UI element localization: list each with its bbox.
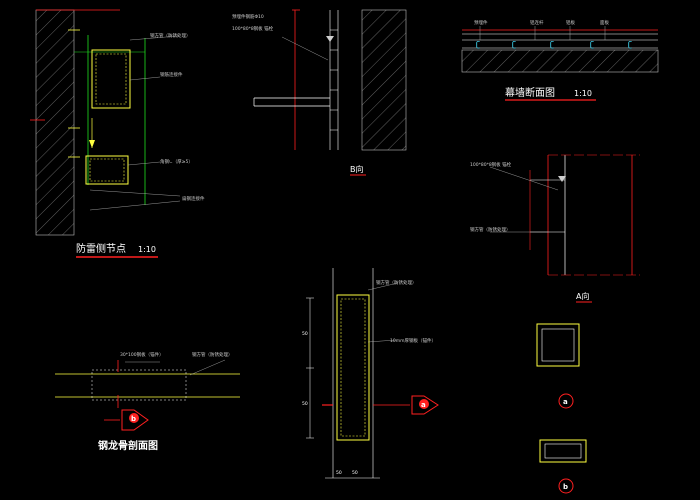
clip-icon: ʗ [550, 40, 554, 49]
curtain-section-scale: 1:10 [574, 89, 592, 98]
note-anchor-plate: 扁钢连接件 [182, 195, 205, 202]
marker-b-text: b [131, 415, 136, 423]
bottom-left-title: 钢龙骨剖面图 [98, 439, 158, 452]
steel-tube-upper [91, 49, 131, 109]
dim-2: 50 [302, 401, 308, 407]
tube-outer [336, 294, 370, 441]
note-plate-thick: 10mm厚钢板（锚件） [390, 337, 436, 344]
leader-line [89, 200, 181, 211]
section-a-outer [536, 323, 580, 367]
section-a-inner [541, 328, 575, 362]
note-embed-bolt-2: 100*80*8钢板 锚栓 [470, 161, 512, 168]
marker-bubble-a [419, 399, 429, 409]
marker-a-text: a [421, 401, 426, 409]
dim-1: 50 [302, 331, 308, 337]
note-tube-paint-3: 钢方管（防锈处理） [192, 351, 233, 358]
note-plate-stud: 30*100钢板（锚件） [120, 351, 164, 358]
section-b-bubble [558, 478, 574, 494]
b-direction-label: B向 [350, 164, 364, 174]
a-direction-label: A向 [576, 291, 589, 301]
note-rebar-connector: 钢筋连接件 [160, 71, 183, 78]
clip-icon: ʗ [512, 40, 516, 49]
note-member-4: 面板 [600, 19, 609, 26]
dim-4: 50 [352, 470, 358, 476]
leader-line [127, 161, 161, 166]
section-b-text: b [563, 483, 568, 491]
concrete-wall-mid [361, 9, 407, 151]
clip-icon: ʗ [590, 40, 594, 49]
a-direction-detail: 100*80*8钢板 锚栓 钢方管（防锈处理） A向 [470, 154, 640, 303]
note-member-3: 铝板 [566, 19, 575, 26]
curtain-section-title: 幕墙断面图 [505, 86, 555, 99]
section-a-text: a [563, 398, 568, 406]
section-a-bubble [558, 393, 574, 409]
concrete-wall [35, 9, 75, 236]
dim-3: 50 [336, 470, 342, 476]
marker-bubble-b [129, 413, 139, 423]
section-marker-a [411, 395, 439, 415]
note-weld-bar: 角钢∟（厚≥5） [160, 158, 193, 165]
clip-icon: ʗ [476, 40, 480, 49]
note-tube-paint: 钢方管（防锈处理） [150, 32, 191, 39]
steel-tube-lower [85, 155, 129, 185]
lightning-node-title: 防雷侧节点 [76, 242, 126, 255]
leader-line [489, 166, 559, 191]
tube-inner [89, 158, 125, 182]
tube-inner [340, 298, 366, 437]
leader-line [129, 76, 161, 81]
slab-hatch [461, 49, 659, 73]
steel-plate [91, 369, 187, 401]
note-tube-paint-2: 钢方管（防锈处理） [470, 226, 511, 233]
vertical-tube-section: 50 50 50 50 钢方管（防锈处理） 10mm厚钢板（锚件） a [302, 268, 439, 479]
leader-line [129, 35, 179, 41]
section-marker-b [121, 409, 149, 431]
keel-plan-detail: 30*100钢板（锚件） 钢方管（防锈处理） b 钢龙骨剖面图 [55, 351, 240, 452]
section-b-inner [544, 443, 582, 459]
section-b-outer [539, 439, 587, 463]
leader-line [281, 36, 329, 61]
arrow-head [89, 140, 95, 148]
note-member-2: 铝连杆 [530, 19, 544, 26]
note-member-1: 预埋件 [474, 19, 488, 26]
clip-icon: ʗ [628, 40, 632, 49]
curtain-wall-section: ʗ ʗ ʗ ʗ ʗ 预埋件 铝连杆 铝板 面板 幕墙断面图 1:10 [461, 19, 659, 101]
lightning-node-scale: 1:10 [138, 245, 156, 254]
embed-section-detail: 预埋件钢筋Φ10 100*80*8钢板 锚栓 B向 [232, 9, 407, 176]
leader-line [89, 189, 181, 197]
leader-line [367, 339, 397, 343]
note-embed-bolt: 100*80*8钢板 锚栓 [232, 25, 274, 32]
cross-sections: a b [536, 323, 587, 494]
lightning-node-detail: 钢方管（防锈处理） 钢筋连接件 角钢∟（厚≥5） 扁钢连接件 防雷侧节点 1:1… [30, 9, 205, 258]
weld-mark [558, 176, 566, 182]
note-tube-paint-4: 钢方管（防锈处理） [376, 279, 417, 286]
tube-inner [95, 53, 127, 105]
weld-mark [326, 36, 334, 42]
note-embed-top: 预埋件钢筋Φ10 [232, 13, 264, 20]
leader-line [367, 282, 399, 291]
